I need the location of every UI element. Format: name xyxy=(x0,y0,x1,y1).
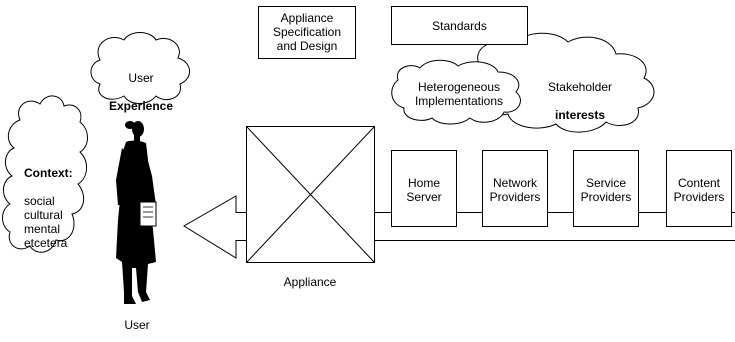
context-items: social cultural mental etcetera xyxy=(24,194,68,250)
stakeholder-label: Stakeholder interests xyxy=(530,66,630,122)
content-providers-label: Content Providers xyxy=(673,176,725,204)
heterogeneous-label: Heterogeneous Implementations xyxy=(414,80,504,108)
user-label: User xyxy=(124,318,150,332)
user-experience-label: User Experience xyxy=(102,57,180,113)
standards-label: Standards xyxy=(432,19,487,33)
arrow-head xyxy=(183,195,250,259)
network-providers-label: Network Providers xyxy=(489,176,541,204)
service-providers-box xyxy=(573,150,639,227)
user-experience-cloud xyxy=(90,32,190,104)
home-server-box xyxy=(391,150,457,227)
context-label: Context: social cultural mental etcetera xyxy=(14,152,82,250)
appliance-spec-label: Appliance Specification and Design xyxy=(272,11,342,53)
content-providers-box xyxy=(666,150,732,227)
appliance-spec-box xyxy=(258,6,356,59)
user-silhouette-icon xyxy=(116,121,156,304)
appliance-diagonal-2 xyxy=(246,126,375,263)
stakeholder-line1: Stakeholder xyxy=(547,80,613,94)
network-providers-box xyxy=(482,150,548,227)
home-server-label: Home Server xyxy=(406,176,442,204)
user-experience-line2: Experience xyxy=(108,99,174,113)
folder-icon xyxy=(139,201,157,227)
stakeholder-line2: interests xyxy=(554,108,606,122)
context-cloud xyxy=(2,95,88,253)
standards-box xyxy=(391,6,528,45)
service-providers-label: Service Providers xyxy=(580,176,632,204)
context-title: Context: xyxy=(24,166,73,180)
heterogeneous-cloud xyxy=(391,59,521,125)
user-experience-line1: User xyxy=(128,71,154,85)
appliance-label: Appliance xyxy=(283,275,337,289)
